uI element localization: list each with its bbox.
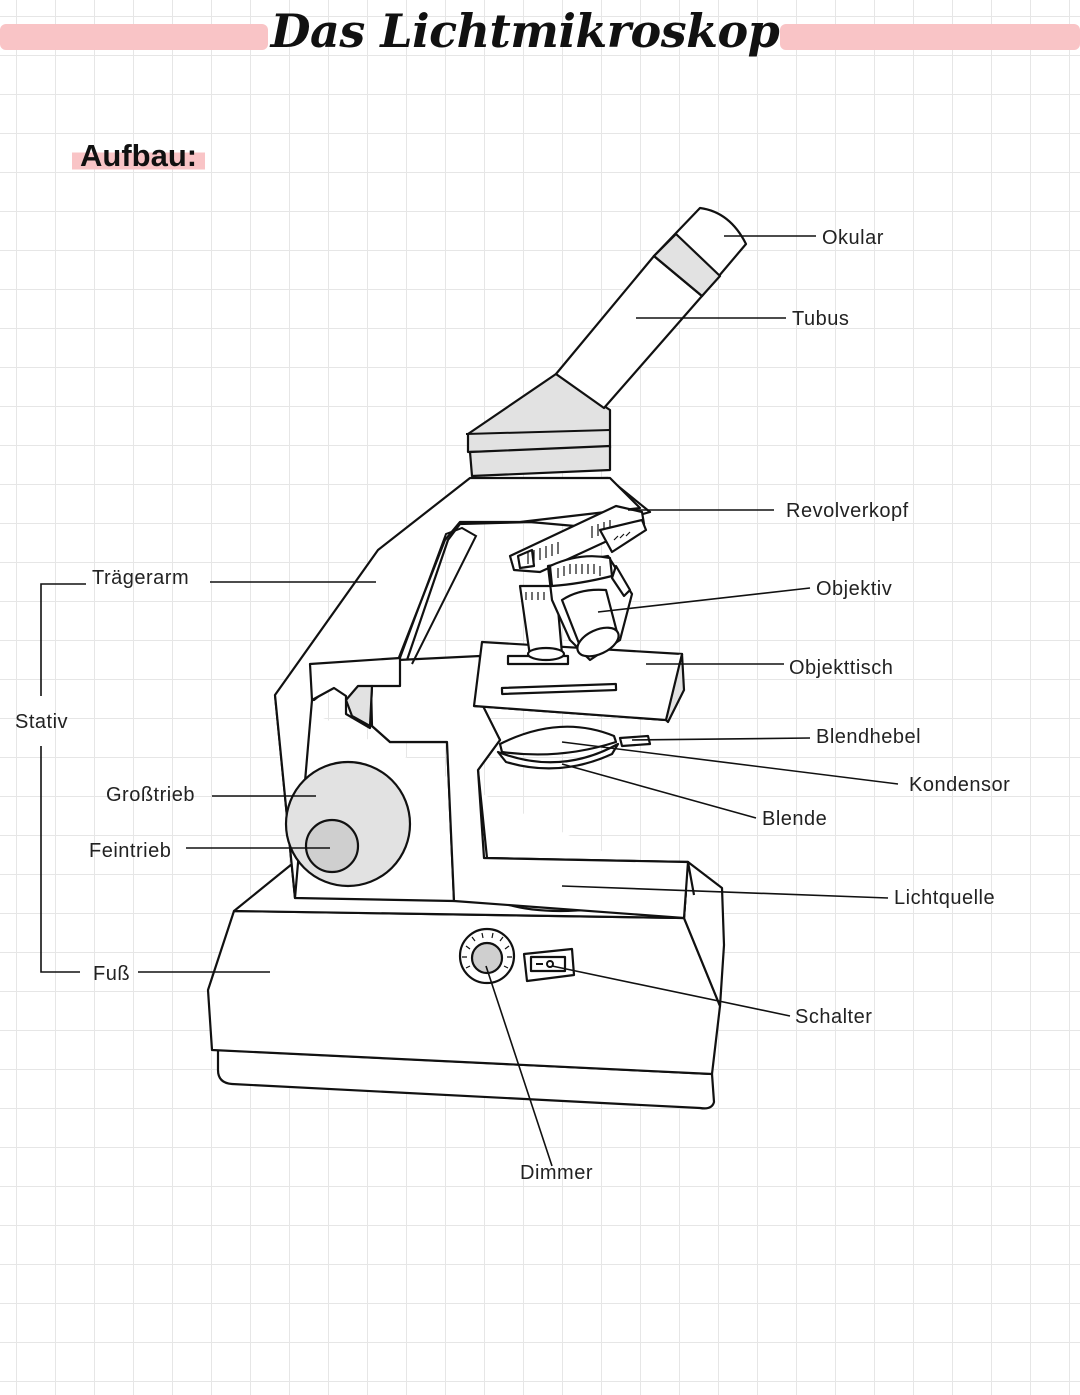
label-blende: Blende [762,808,827,830]
label-revolverkopf: Revolverkopf [786,500,909,522]
head [465,372,612,478]
label-blendhebel: Blendhebel [816,726,921,748]
label-stativ: Stativ [15,711,68,733]
label-grosstrieb: Großtrieb [106,784,195,806]
fine-focus-knob [304,818,360,874]
label-fuss: Fuß [93,963,130,985]
stage [308,640,686,730]
label-lichtquelle: Lichtquelle [894,887,995,909]
label-feintrieb: Feintrieb [89,840,171,862]
page-title: Das Lichtmikroskop [270,4,780,58]
title-band-left [0,24,268,50]
section-heading: Aufbau: [72,138,206,174]
leader-lines [138,235,899,1167]
eyepiece [652,206,748,298]
focus-knobs [284,760,412,888]
title-band-right [780,24,1080,50]
stativ-bracket [40,583,86,973]
power-switch [522,947,576,983]
revolver [508,504,648,574]
label-objekttisch: Objekttisch [789,657,893,679]
label-kondensor: Kondensor [909,774,1010,796]
label-okular: Okular [822,227,884,249]
label-traegerarm: Trägerarm [92,567,189,589]
objectives [518,554,634,662]
condenser [496,725,652,770]
label-tubus: Tubus [792,308,849,330]
dimmer-knob [458,927,516,985]
label-objektiv: Objektiv [816,578,892,600]
label-schalter: Schalter [795,1006,872,1028]
label-dimmer: Dimmer [520,1162,593,1184]
